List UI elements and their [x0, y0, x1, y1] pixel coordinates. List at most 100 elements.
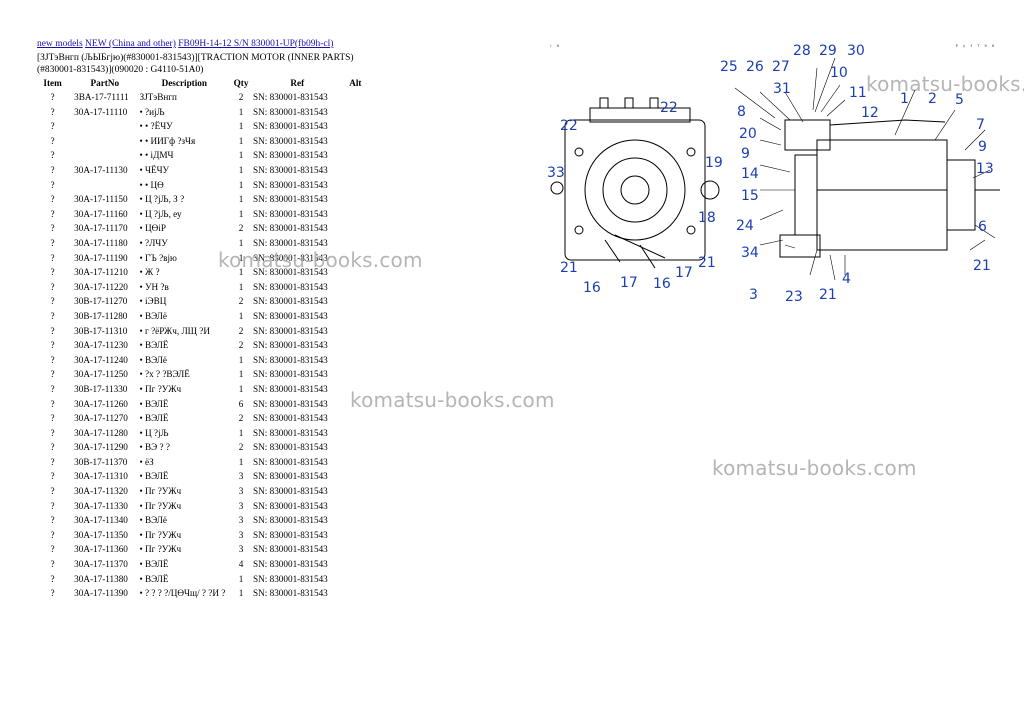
cell-alt [344, 339, 367, 354]
cell-alt [344, 91, 367, 106]
cell-ref: SN: 830001-831543 [253, 413, 328, 424]
cell-description: • ВЭЛё [139, 515, 167, 526]
rear-bracket [946, 159, 976, 231]
cell-description: • ЦӨіР [139, 223, 166, 234]
callout-31: 30 [847, 43, 865, 59]
cell-ref: SN: 830001-831543 [253, 456, 328, 467]
callout-18: 18 [698, 210, 716, 226]
header-item: Item [43, 78, 62, 89]
cell-ref: SN: 830001-831543 [253, 135, 328, 146]
diagram-corner-right: ᴾ ʸ ᶠ ᵀ ⁰ ⁰ [955, 44, 995, 51]
bolt-hole [686, 147, 696, 157]
callout-11: 11 [849, 85, 867, 101]
cell-qty: 2 [238, 340, 244, 351]
table-header-row: Item PartNo Description Qty Ref Alt [37, 78, 367, 91]
cell-item: ? [50, 237, 55, 248]
watermark-text: komatsu-books.com [866, 72, 1024, 96]
cell-item: ? [50, 179, 55, 190]
callout-2: 2 [928, 91, 937, 107]
terminal-post [649, 97, 659, 109]
cell-ref: SN: 830001-831543 [253, 588, 328, 599]
cell-description: • ?ЛЧУ [139, 237, 168, 248]
callout-3: 3 [749, 287, 758, 303]
cell-item: ? [50, 165, 55, 176]
cell-ref: SN: 830001-831543 [253, 515, 328, 526]
callout-29: 28 [793, 43, 811, 59]
left-stud [550, 181, 564, 195]
connector-ring [700, 180, 720, 200]
cell-alt [344, 485, 367, 500]
callout-23: 21 [819, 287, 837, 303]
cell-description: • ВЭЛЁ [139, 340, 169, 351]
cell-qty: 1 [238, 267, 244, 278]
terminal-post [599, 97, 609, 109]
callout-27: 26 [746, 59, 764, 75]
cell-partno: 30A-17-11150 [74, 194, 128, 205]
cell-alt [344, 324, 367, 339]
callout-13: 13 [976, 161, 994, 177]
cell-item: ? [50, 442, 55, 453]
terminal-block [589, 107, 691, 123]
cell-item: ? [50, 92, 55, 103]
breadcrumb-link-new-models[interactable]: new models [37, 39, 83, 49]
cell-partno: 30A-17-11350 [74, 529, 128, 540]
cell-description: • • ЦӨ [139, 179, 164, 190]
callout-10: 10 [830, 65, 848, 81]
callout-21: 21 [698, 255, 716, 271]
cell-item: ? [50, 500, 55, 511]
cell-partno: 30A-17-11340 [74, 515, 128, 526]
cell-alt [344, 222, 367, 237]
cell-partno: 30A-17-11210 [74, 267, 128, 278]
cell-item: ? [50, 486, 55, 497]
cell-partno: 30A-17-11290 [74, 442, 128, 453]
cell-description: • Ж ? [139, 267, 160, 278]
parts-table: Item PartNo Description Qty Ref Alt ? 3BA… [37, 78, 367, 602]
cell-qty: 3 [238, 471, 244, 482]
cell-ref: SN: 830001-831543 [253, 559, 328, 570]
callout-30: 29 [819, 43, 837, 59]
callout-4: 4 [842, 271, 851, 287]
breadcrumb-link-model[interactable]: FB09H-14-12 S/N 830001-UP(fb09h-cl) [178, 39, 334, 49]
cell-qty: 1 [238, 456, 244, 467]
cell-ref: SN: 830001-831543 [253, 354, 328, 365]
cell-partno: 3BA-17-71111 [74, 92, 129, 103]
callout-34: 34 [741, 245, 759, 261]
cell-alt [344, 178, 367, 193]
callout-12: 12 [861, 105, 879, 121]
breadcrumb-link-new-china[interactable]: NEW (China and other) [85, 39, 176, 49]
cell-qty: 2 [238, 325, 244, 336]
cell-ref: SN: 830001-831543 [253, 121, 328, 132]
cell-qty: 1 [238, 179, 244, 190]
cell-description: • Пг ?УЖч [139, 544, 182, 555]
cell-ref: SN: 830001-831543 [253, 106, 328, 117]
cell-partno [72, 134, 137, 149]
cell-description: • ЧЁЧУ [139, 165, 170, 176]
cell-alt [344, 514, 367, 529]
breadcrumb: new models NEW (China and other) FB09H-1… [37, 39, 367, 51]
cell-ref: SN: 830001-831543 [253, 92, 328, 103]
cell-item: ? [50, 208, 55, 219]
callout-22: 22 [660, 100, 678, 116]
watermark-text: komatsu-books.com [350, 388, 555, 412]
callout-7: 7 [976, 117, 985, 133]
cell-qty: 1 [238, 208, 244, 219]
cell-partno: 30A-17-11240 [74, 354, 128, 365]
brush-leads [604, 234, 666, 269]
cell-description: • • ?ЁЧУ [139, 121, 173, 132]
cell-alt [344, 412, 367, 427]
cell-qty: 4 [238, 559, 244, 570]
cell-description: • • ИИГф ?зЧя [139, 135, 196, 146]
